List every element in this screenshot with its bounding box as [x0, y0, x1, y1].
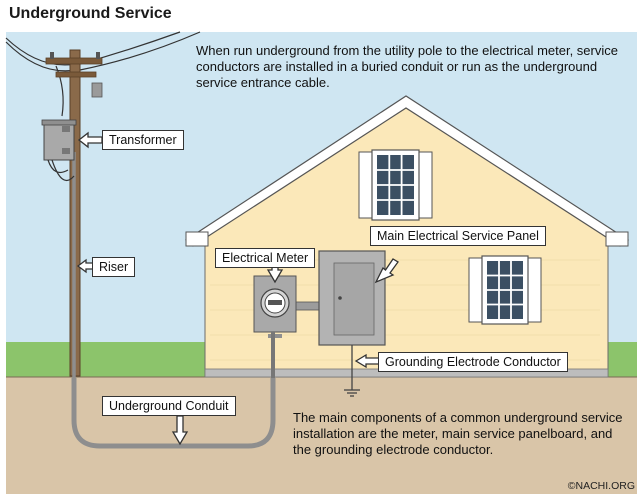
- label-underground-conduit: Underground Conduit: [102, 396, 236, 416]
- main-service-panel: [318, 250, 386, 346]
- label-electrical-meter: Electrical Meter: [215, 248, 316, 268]
- intro-text: When run underground from the utility po…: [196, 43, 618, 91]
- window-right: [468, 255, 542, 325]
- arrow-panel: [374, 258, 399, 284]
- label-main-panel: Main Electrical Service Panel: [370, 226, 546, 246]
- summary-line: the grounding electrode conductor.: [293, 442, 494, 457]
- label-transformer: Transformer: [102, 130, 184, 150]
- grounding-electrode-conductor: [344, 345, 360, 397]
- label-riser: Riser: [92, 257, 136, 277]
- intro-line: conductors are installed in a buried con…: [196, 59, 598, 74]
- transformer: [41, 119, 77, 181]
- credit: ©NACHI.ORG: [567, 480, 635, 492]
- window-upper: [358, 149, 433, 221]
- leader-arrows: [76, 131, 399, 446]
- overhead-wires: [5, 31, 201, 117]
- arrow-conduit: [171, 415, 189, 446]
- label-grounding-conductor: Grounding Electrode Conductor: [378, 352, 568, 372]
- summary-line: installation are the meter, main service…: [293, 426, 613, 441]
- intro-line: service entrance cable.: [196, 75, 330, 90]
- underground-conduit: [71, 378, 276, 449]
- intro-line: When run underground from the utility po…: [196, 43, 618, 58]
- electrical-meter: [253, 275, 297, 338]
- page-title: Underground Service: [9, 5, 172, 22]
- summary-line: The main components of a common undergro…: [293, 410, 623, 425]
- summary-text: The main components of a common undergro…: [293, 410, 623, 458]
